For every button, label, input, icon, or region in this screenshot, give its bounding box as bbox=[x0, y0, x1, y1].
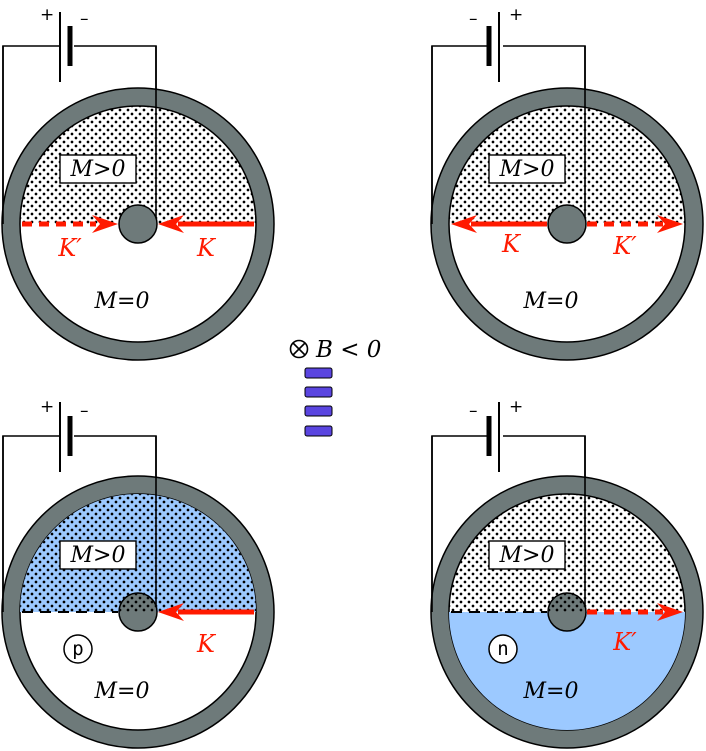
field-legend: B < 0 bbox=[289, 337, 381, 437]
magnetization-upper-label: M>0 bbox=[499, 543, 555, 568]
central-core bbox=[547, 204, 587, 244]
label-box bbox=[59, 540, 137, 570]
magnet-bar bbox=[304, 425, 333, 437]
central-core bbox=[118, 204, 158, 244]
dotted-core-top bbox=[119, 593, 157, 612]
into-page-symbol bbox=[289, 339, 309, 359]
battery-sign-left: – bbox=[469, 401, 478, 421]
arrow-label-right: K′ bbox=[612, 232, 637, 260]
magnet-bar bbox=[304, 405, 333, 417]
arrowhead bbox=[657, 215, 683, 233]
arrow-label-right: K bbox=[196, 234, 217, 262]
panel-bottom-left: + – M>0 K p M=0 bbox=[1, 397, 275, 749]
dotted-upper-region bbox=[449, 106, 685, 224]
particle-label: p bbox=[72, 638, 83, 660]
dotted-upper-region bbox=[20, 106, 256, 224]
battery-sign-right: + bbox=[509, 5, 523, 25]
panel-top-right: – + M>0 K K′ M=0 bbox=[430, 5, 704, 361]
particle-label: n bbox=[497, 638, 508, 660]
magnetization-lower-label: M=0 bbox=[523, 289, 579, 314]
label-box bbox=[488, 540, 566, 570]
magnetization-lower-label: M=0 bbox=[94, 679, 150, 704]
arrowhead bbox=[158, 215, 184, 233]
dotted-core-top bbox=[548, 593, 586, 612]
particle-badge bbox=[488, 634, 518, 664]
label-box bbox=[59, 154, 137, 184]
panel-top-left: + – M>0 K′ K M=0 bbox=[1, 5, 275, 361]
arrow-label: K′ bbox=[612, 628, 637, 656]
magnetization-upper-label: M>0 bbox=[70, 157, 126, 182]
battery-sign-right: – bbox=[80, 401, 89, 421]
magnet-bar bbox=[304, 386, 333, 398]
battery-sign-right: + bbox=[509, 397, 523, 417]
label-box bbox=[488, 154, 566, 184]
dotted-upper-region bbox=[20, 494, 256, 612]
arrowhead bbox=[92, 215, 118, 233]
arrowhead bbox=[657, 603, 683, 621]
magnetization-upper-label: M>0 bbox=[70, 543, 126, 568]
arrow-label-left: K bbox=[501, 230, 522, 258]
panel-bottom-right: – + M>0 K′ n M=0 bbox=[430, 397, 704, 749]
arrowhead bbox=[158, 603, 184, 621]
arrowhead bbox=[451, 215, 477, 233]
magnetization-lower-label: M=0 bbox=[94, 289, 150, 314]
battery-sign-right: – bbox=[80, 9, 89, 29]
magnetization-upper-label: M>0 bbox=[499, 157, 555, 182]
battery-sign-left: + bbox=[40, 397, 54, 417]
particle-badge bbox=[63, 634, 93, 664]
arrow-label-left: K′ bbox=[57, 234, 82, 262]
battery-sign-left: + bbox=[40, 5, 54, 25]
magnet-bar bbox=[304, 367, 333, 379]
magnetization-lower-label: M=0 bbox=[523, 679, 579, 704]
battery-sign-left: – bbox=[469, 9, 478, 29]
dotted-upper-region bbox=[449, 494, 685, 612]
arrow-label: K bbox=[196, 630, 217, 658]
field-label: B < 0 bbox=[315, 337, 381, 363]
